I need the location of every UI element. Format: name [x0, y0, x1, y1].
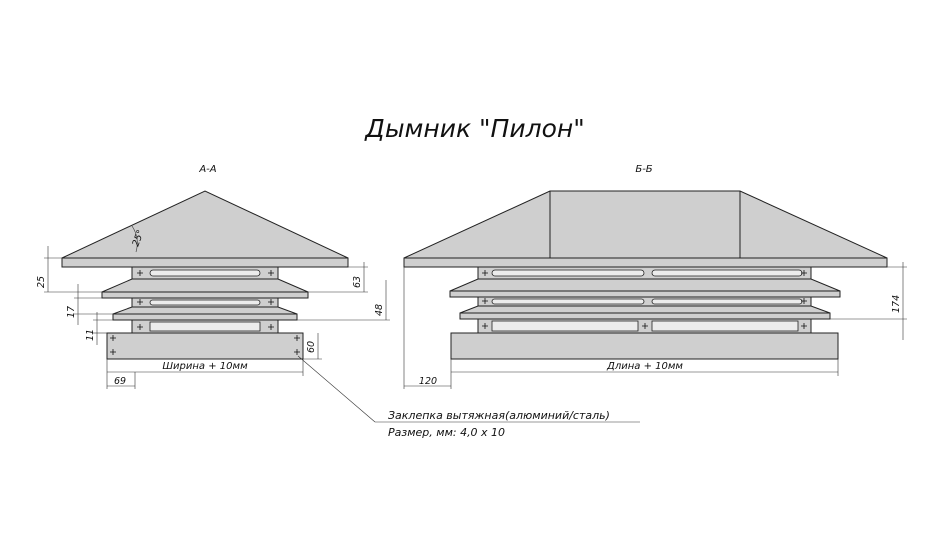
middle-deflector-long [449, 278, 841, 292]
section-b-label: Б-Б [635, 164, 652, 175]
middle-slot-left [491, 298, 645, 305]
bottom-dimension-lines-a [106, 359, 304, 389]
lower-slot [149, 321, 261, 332]
middle-slot [149, 299, 261, 306]
section-a-view: А-А 25° [36, 164, 390, 389]
cap-roof [61, 190, 349, 259]
rivet-note-line2: Размер, мм: 4,0 х 10 [388, 426, 505, 439]
rivets-a [110, 270, 300, 355]
dim-69-label: 69 [114, 376, 126, 387]
upper-slot [149, 269, 261, 277]
lower-slot-right [651, 320, 799, 332]
dim-174-label: 174 [891, 295, 902, 313]
lower-deflector-rim [112, 313, 298, 321]
length-dimension-lines [451, 359, 839, 376]
lower-slot-left [491, 320, 639, 332]
left-dimension-lines-b [403, 267, 452, 389]
angle-arc [131, 225, 138, 253]
drawing-title: Дымник "Пилон" [364, 114, 584, 143]
left-dimension-lines [44, 246, 113, 345]
dim-120-label: 120 [419, 376, 437, 387]
rivets-b [482, 270, 807, 329]
right-dimension-lines-b [830, 262, 907, 340]
middle-deflector [101, 278, 309, 293]
rivet-note-line1: Заклепка вытяжная(алюминий/сталь) [388, 409, 610, 422]
right-dimension-lines [297, 262, 390, 360]
dim-63-label: 63 [352, 276, 363, 288]
lower-deflector [112, 306, 298, 315]
lower-deflector-long [459, 305, 831, 314]
middle-slot-right [651, 298, 803, 305]
section-b-view: Б-Б [403, 164, 907, 389]
upper-slot-left [491, 269, 645, 277]
dim-25-label: 25 [36, 276, 47, 288]
dim-11-label: 11 [85, 329, 96, 341]
base-sleeve [106, 332, 304, 360]
middle-deflector-rim-long [449, 290, 841, 298]
cap-rim-long [403, 257, 888, 268]
cap-rim [61, 257, 349, 268]
upper-slot-right [651, 269, 803, 277]
dim-48-label: 48 [374, 304, 385, 316]
middle-deflector-rim [101, 291, 309, 299]
base-sleeve-long [450, 332, 839, 360]
lower-deflector-rim-long [459, 312, 831, 320]
angle-label: 25° [130, 228, 146, 248]
cap-roof-long [403, 190, 888, 259]
dim-17-label: 17 [66, 306, 77, 318]
dim-60-label: 60 [306, 341, 317, 353]
length-dimension-label: Длина + 10мм [606, 361, 683, 372]
section-a-label: А-А [198, 164, 216, 175]
width-dimension-label: Ширина + 10мм [162, 361, 248, 372]
rivet-callout: Заклепка вытяжная(алюминий/сталь) Размер… [297, 355, 640, 439]
